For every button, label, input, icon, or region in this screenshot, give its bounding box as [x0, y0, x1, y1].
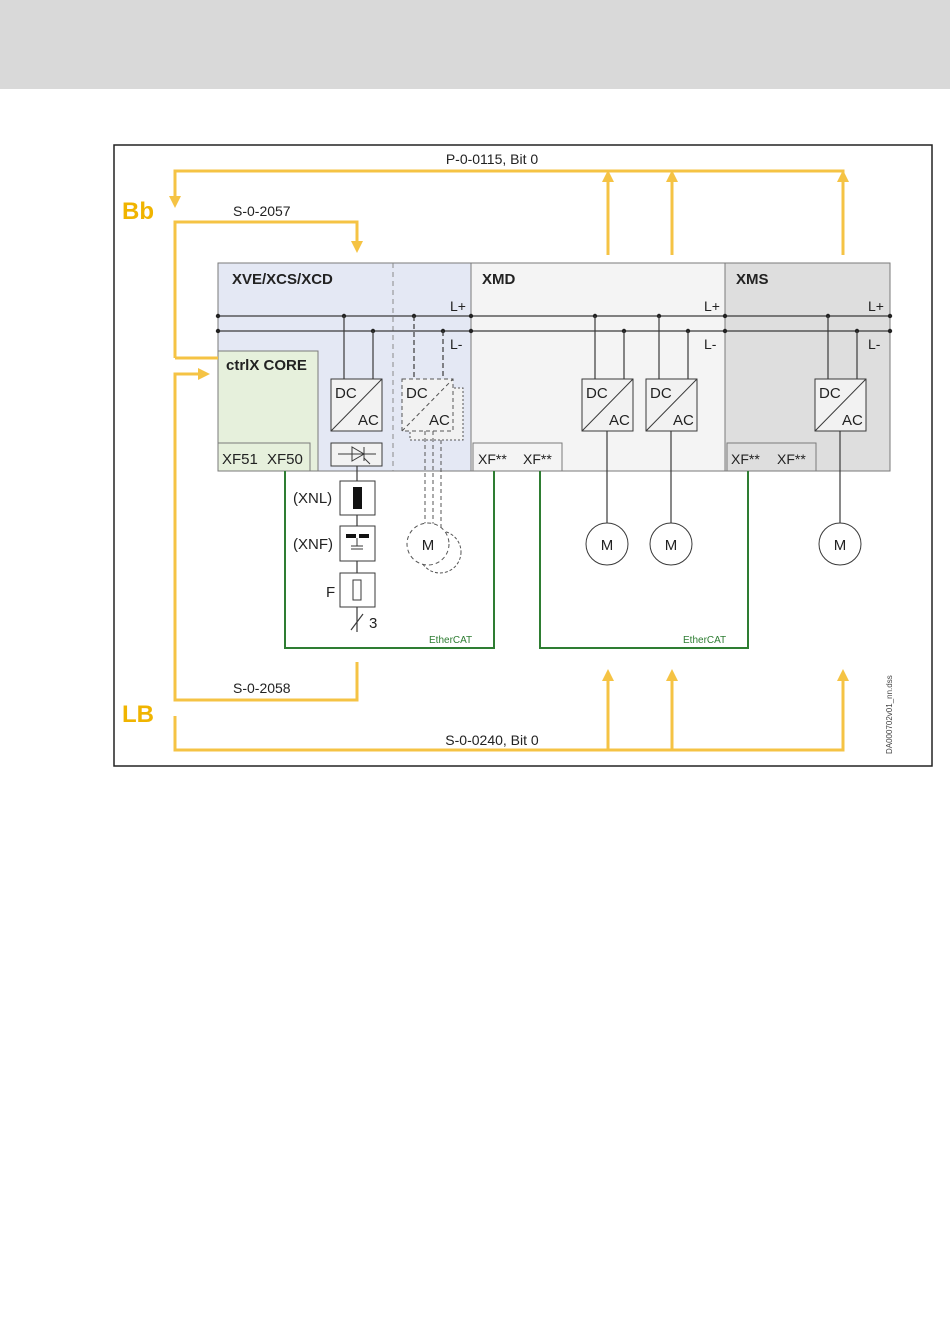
bus-label-minus-xve: L-: [450, 336, 463, 352]
component-label-fuse: F: [326, 584, 335, 601]
component-label-xnf: (XNF): [293, 536, 333, 553]
converter-dc-label: DC: [586, 385, 608, 402]
xmd-port-2: XF**: [523, 451, 552, 467]
bus-label-minus-xms: L-: [868, 336, 881, 352]
converter-dc-label: DC: [650, 385, 672, 402]
converter-ac-label: AC: [842, 412, 863, 429]
converter-xmd-2: DC AC: [646, 379, 697, 431]
component-label-xnl: (XNL): [293, 490, 332, 507]
converter-ac-label: AC: [358, 412, 379, 429]
ctrlx-core-title: ctrlX CORE: [226, 357, 307, 374]
converter-xms: DC AC: [815, 379, 866, 431]
converter-ac-label: AC: [673, 412, 694, 429]
converter-xve: DC AC: [331, 379, 382, 431]
core-port-xf50: XF50: [267, 451, 303, 468]
converter-xmd-1: DC AC: [582, 379, 633, 431]
module-title-xve: XVE/XCS/XCD: [232, 271, 333, 288]
motor-label: M: [834, 537, 847, 554]
param-lb: S-0-2058: [233, 680, 291, 696]
bus-label-minus-xmd: L-: [704, 336, 717, 352]
module-xms-area: [725, 263, 890, 471]
module-title-xms: XMS: [736, 271, 769, 288]
motor-xms: M: [819, 523, 861, 565]
converter-ac-label: AC: [429, 412, 450, 429]
module-xmd-area: [471, 263, 725, 471]
converter-dc-label: DC: [335, 385, 357, 402]
core-port-xf51: XF51: [222, 451, 258, 468]
ethercat-label-2: EtherCAT: [683, 635, 726, 646]
mains-choke-icon: [340, 481, 375, 515]
signal-label-lb: LB: [122, 701, 154, 728]
phase-count-label: 3: [369, 615, 377, 632]
thyristor-rectifier-icon: [331, 443, 382, 466]
bus-label-plus-xms: L+: [868, 298, 884, 314]
xms-port-1: XF**: [731, 451, 760, 467]
module-title-xmd: XMD: [482, 271, 516, 288]
bus-label-plus-xve: L+: [450, 298, 466, 314]
converter-ac-label: AC: [609, 412, 630, 429]
ethercat-label-1: EtherCAT: [429, 635, 472, 646]
bus-label-plus-xmd: L+: [704, 298, 720, 314]
motor-label: M: [665, 537, 678, 554]
motor-label: M: [422, 537, 435, 554]
motor-xmd-2: M: [650, 523, 692, 565]
converter-xve-optional: DC AC: [402, 379, 463, 440]
xms-port-2: XF**: [777, 451, 806, 467]
motor-xmd-1: M: [586, 523, 628, 565]
signal-label-bb: Bb: [122, 198, 154, 225]
mains-fuse-icon: [340, 573, 375, 607]
xmd-port-1: XF**: [478, 451, 507, 467]
document-id: DA000702v01_nn.dss: [885, 675, 894, 754]
converter-dc-label: DC: [406, 385, 428, 402]
converter-dc-label: DC: [819, 385, 841, 402]
mains-filter-icon: [340, 526, 375, 561]
param-bottom: S-0-0240, Bit 0: [445, 732, 539, 748]
param-top: P-0-0115, Bit 0: [446, 151, 539, 167]
motor-label: M: [601, 537, 614, 554]
param-bb: S-0-2057: [233, 203, 291, 219]
